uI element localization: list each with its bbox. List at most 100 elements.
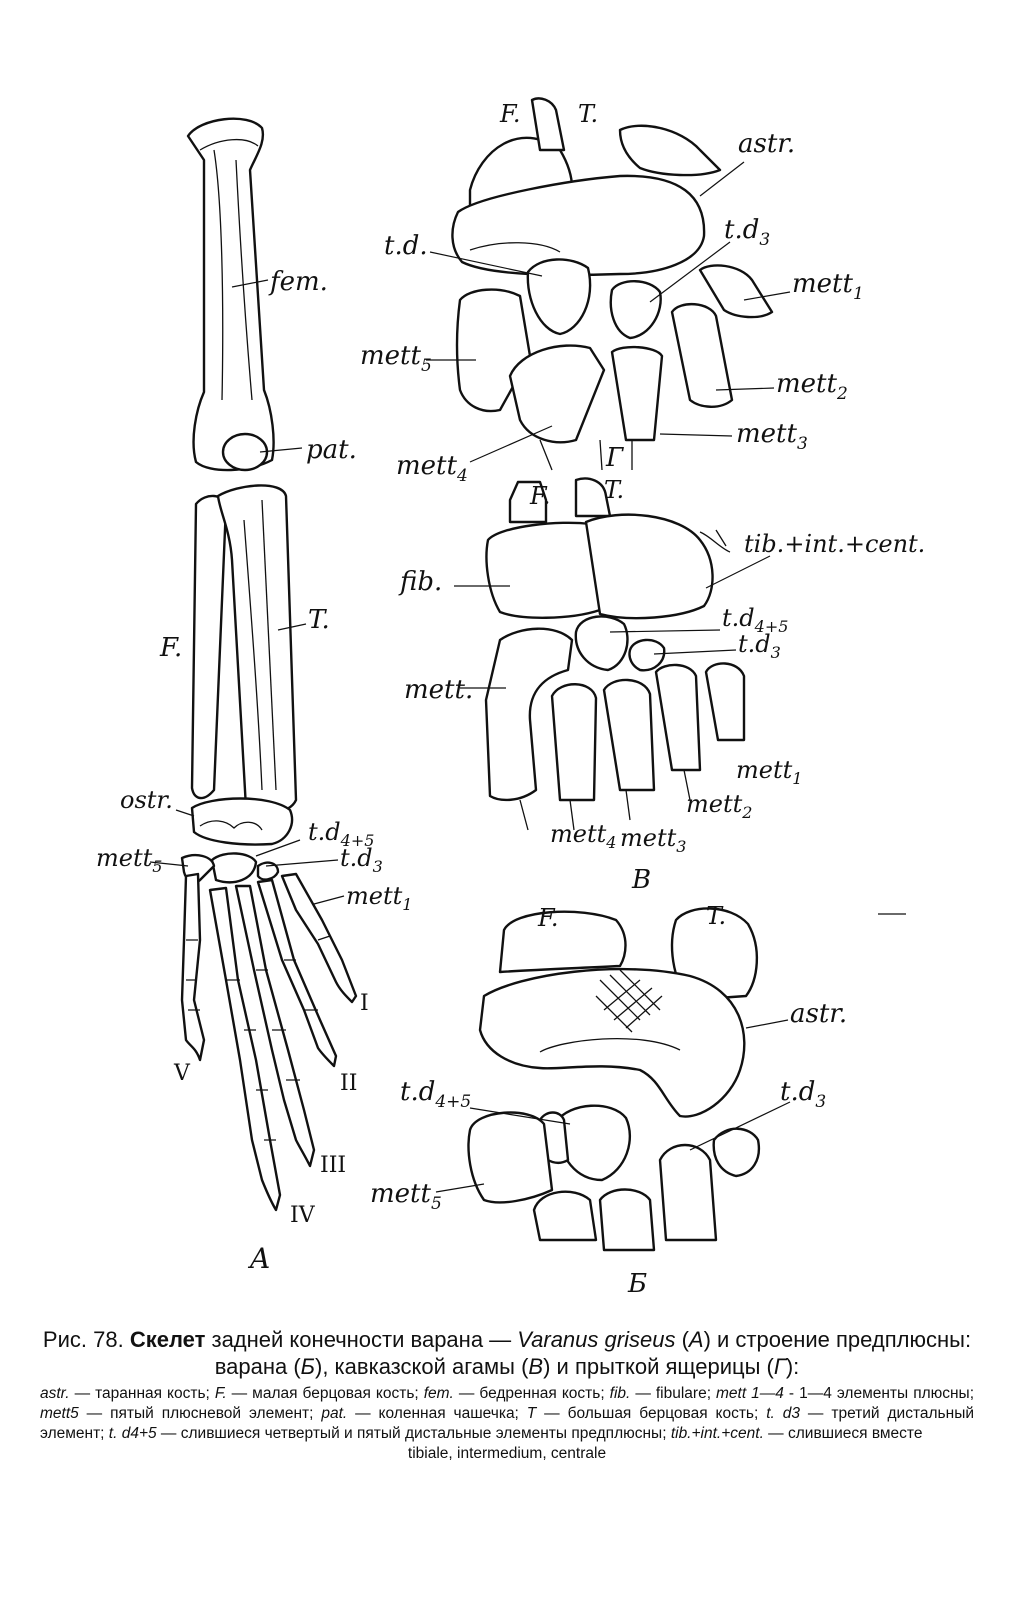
- legend-def: — слившиеся вместе: [763, 1425, 923, 1442]
- caption-panel-a: А: [688, 1327, 704, 1352]
- legend-def: — пятый плюсневой элемент;: [78, 1405, 322, 1422]
- label-pat: pat.: [306, 435, 357, 465]
- panel-b-letter: Б: [627, 1269, 647, 1299]
- legend-term: T: [526, 1405, 537, 1422]
- caption-panel-g: Г: [773, 1354, 786, 1379]
- caption-title: Рис. 78. Скелет задней конечности варана…: [40, 1326, 974, 1380]
- caption-panel-v: В: [528, 1354, 544, 1379]
- label-td45-v: t.d4+5: [722, 604, 788, 636]
- tarsal-td3-b: [712, 1127, 761, 1178]
- label-mett2-g: mett2: [776, 369, 848, 404]
- caption-fig-no: Рис. 78.: [42, 1327, 124, 1352]
- caption-panel-b: Б: [300, 1354, 315, 1379]
- tib-int-cent-bone-v: [584, 513, 714, 620]
- legend-def: — третий дистальный элемент;: [40, 1405, 974, 1442]
- figure-caption: Рис. 78. Скелет задней конечности варана…: [40, 1326, 974, 1464]
- panel-v-letter: В: [631, 865, 651, 895]
- tarsal-td3-a: [256, 861, 280, 881]
- astragalus-bone-b: [478, 967, 746, 1118]
- caption-text-mid: ) и строение предплюсны: варана (: [214, 1327, 972, 1379]
- caption-text-end: ):: [785, 1354, 800, 1379]
- panel-v-labels: F. T. tib.+int.+cent. fib. t.d4+5 t.d3 m…: [398, 476, 925, 895]
- label-mett4-v: mett4: [550, 820, 616, 852]
- label-td45-b: t.d4+5: [400, 1077, 471, 1112]
- panel-g-letter: Г: [605, 443, 624, 473]
- panel-v-tarsus: [484, 477, 746, 831]
- panel-b-tarsus: [467, 907, 761, 1252]
- label-tibia-v: T.: [604, 476, 624, 504]
- label-fib: fib.: [398, 567, 442, 597]
- digit-ii: [256, 878, 338, 1068]
- digit-iv: [208, 886, 282, 1212]
- label-mett4-g: mett4: [396, 451, 468, 486]
- panel-a-labels: fem. pat. T. F. ostr. t.d4+5 t.d3 mett5 …: [96, 267, 412, 1275]
- caption-text: (: [675, 1327, 689, 1352]
- label-digit-1: I: [360, 991, 369, 1016]
- metatarsal-main-v: [484, 627, 574, 802]
- label-mett1-g: mett1: [792, 269, 864, 304]
- legend-def: — малая берцовая кость;: [226, 1385, 424, 1402]
- fibula-bone: [190, 494, 228, 800]
- label-mett3-g: mett3: [736, 419, 808, 454]
- legend-term: F.: [214, 1385, 227, 1402]
- tarsal-td45-v: [574, 615, 629, 672]
- tarsal-td3-v: [628, 638, 666, 672]
- label-mett5-g: mett5: [360, 341, 432, 376]
- label-tibia-a: T.: [308, 605, 330, 635]
- panel-g-tarsus: [451, 97, 774, 471]
- label-fibula-b: F.: [537, 904, 559, 932]
- label-td3-g: t.d3: [724, 215, 770, 250]
- label-mett3-v: mett3: [620, 824, 686, 856]
- label-astr-g: astr.: [738, 129, 795, 159]
- legend-def: — бедренная кость;: [453, 1385, 610, 1402]
- legend-def: — fibulare;: [630, 1385, 717, 1402]
- fibulare-bone-v: [485, 521, 602, 619]
- figure-illustration: fem. pat. T. F. ostr. t.d4+5 t.d3 mett5 …: [96, 97, 925, 1299]
- legend-term: t. d3: [766, 1405, 801, 1422]
- legend-term: mett 1—4: [716, 1385, 784, 1402]
- label-fibula-g: F.: [499, 100, 521, 128]
- label-td45-a: t.d4+5: [308, 818, 374, 850]
- legend-term: fem.: [423, 1385, 454, 1402]
- legend-term: mett5: [40, 1405, 79, 1422]
- label-td-g: t.d.: [384, 231, 428, 261]
- digit-i: [280, 872, 358, 1004]
- panel-a-letter: A: [247, 1242, 270, 1275]
- label-fem: fem.: [268, 267, 328, 297]
- caption-title-rest: задней конечности варана —: [205, 1327, 518, 1352]
- label-mett-v: mett.: [404, 675, 473, 705]
- label-digit-2: II: [340, 1071, 357, 1096]
- legend-term: pat.: [321, 1405, 348, 1422]
- tarsal-td-g: [526, 258, 592, 336]
- legend-term: t. d4+5: [108, 1425, 157, 1442]
- legend-def: - 1—4 элементы плюсны;: [783, 1385, 975, 1402]
- caption-text-mid2: ), кавказской агамы (: [315, 1354, 529, 1379]
- panel-b-labels: F. T. astr. t.d4+5 t.d3 mett5 Б: [370, 902, 847, 1299]
- label-td3-v: t.d3: [738, 630, 781, 662]
- legend-def: — большая берцовая кость;: [536, 1405, 767, 1422]
- digit-iii: [234, 884, 316, 1168]
- label-mett1-a: mett1: [346, 882, 412, 914]
- label-td3-b: t.d3: [780, 1077, 826, 1112]
- panel-g-labels: F. T. astr. t.d. t.d3 mett1 mett5 mett2 …: [360, 100, 864, 486]
- patella-bone: [221, 432, 269, 472]
- caption-text-mid3: ) и прыткой ящерицы (: [543, 1354, 774, 1379]
- tibia-bone: [216, 484, 298, 815]
- label-td3-a: t.d3: [340, 844, 383, 876]
- label-tibia-b: T.: [706, 902, 726, 930]
- legend-term: astr.: [40, 1385, 70, 1402]
- caption-legend: astr. — таранная кость; F. — малая берцо…: [40, 1384, 974, 1464]
- astragalus-bone-a: [190, 797, 294, 846]
- panel-a-limb-skeleton: [180, 117, 358, 1212]
- label-fibula-v: F.: [529, 482, 551, 510]
- digit-v: [180, 872, 206, 1062]
- label-digit-5: V: [173, 1061, 191, 1086]
- label-mett1-v: mett1: [736, 756, 802, 788]
- caption-species: Varanus griseus: [517, 1327, 676, 1352]
- label-fibula-a: F.: [159, 633, 182, 663]
- femur-bone: [186, 117, 275, 472]
- tarsal-td3-g: [609, 280, 662, 340]
- label-digit-3: III: [320, 1153, 346, 1178]
- label-ostr: ostr.: [120, 786, 173, 814]
- legend-last-line: tibiale, intermedium, centrale: [407, 1445, 607, 1462]
